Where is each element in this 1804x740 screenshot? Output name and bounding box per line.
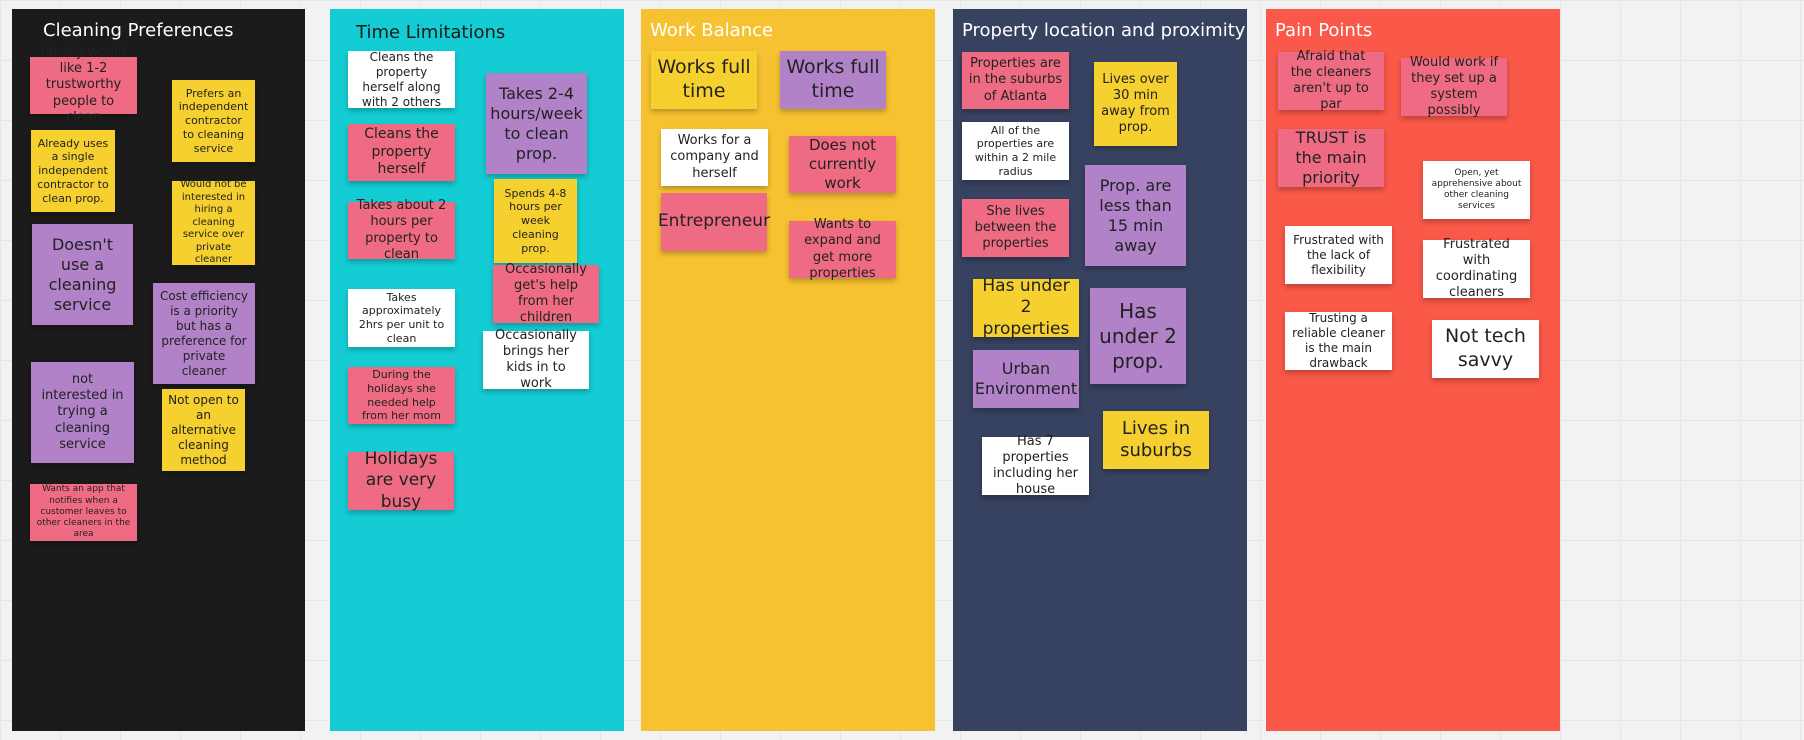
sticky-note[interactable]: Takes approximately 2hrs per unit to cle… <box>348 289 455 347</box>
frame-property-location[interactable]: Property location and proximity Properti… <box>953 9 1247 731</box>
sticky-note[interactable]: Takes about 2 hours per property to clea… <box>348 198 455 262</box>
sticky-note[interactable]: Wants to expand and get more properties <box>789 217 896 281</box>
sticky-note[interactable]: All of the properties are within a 2 mil… <box>962 122 1069 180</box>
sticky-note[interactable]: Doesn't use a cleaning service <box>32 224 133 325</box>
frame-title: Cleaning Preferences <box>43 20 234 41</box>
sticky-note[interactable]: Spends 4-8 hours per week cleaning prop. <box>494 179 577 263</box>
frame-time-limitations[interactable]: Time Limitations Cleans the property her… <box>330 9 624 731</box>
sticky-note[interactable]: Frustrated with coordinating cleaners <box>1423 237 1530 300</box>
sticky-note[interactable]: Holidays are very busy <box>348 449 454 512</box>
sticky-note[interactable]: Not tech savvy <box>1432 320 1539 378</box>
sticky-note[interactable]: She lives between the properties <box>962 199 1069 257</box>
sticky-note[interactable]: Occasionally brings her kids in to work <box>483 328 589 391</box>
sticky-note[interactable]: Urban Environment <box>973 350 1079 408</box>
sticky-note[interactable]: Cleans the property herself along with 2… <box>348 50 455 109</box>
sticky-note[interactable]: Works for a company and herself <box>661 129 768 186</box>
sticky-note[interactable]: Works full time <box>780 51 886 109</box>
sticky-note[interactable]: not interested in trying a cleaning serv… <box>31 362 134 463</box>
sticky-note[interactable]: Prop. are less than 15 min away <box>1085 165 1186 266</box>
sticky-note[interactable]: Wants an app that notifies when a custom… <box>30 484 137 541</box>
sticky-note[interactable]: Properties are in the suburbs of Atlanta <box>962 52 1069 109</box>
sticky-note[interactable]: Takes 2-4 hours/week to clean prop. <box>486 73 587 174</box>
sticky-note[interactable]: Entrepreneur <box>658 193 770 251</box>
sticky-note[interactable]: Trusting a reliable cleaner is the main … <box>1285 311 1392 370</box>
sticky-note[interactable]: Ideally would like 1-2 trustworthy peopl… <box>30 45 137 125</box>
frame-title: Property location and proximity <box>962 20 1246 41</box>
sticky-note[interactable]: Frustrated with the lack of flexibility <box>1285 226 1392 284</box>
sticky-note[interactable]: Would not be interested in hiring a clea… <box>172 179 255 265</box>
sticky-note[interactable]: Afraid that the cleaners aren't up to pa… <box>1278 49 1384 112</box>
frame-work-balance[interactable]: Work Balance Works full time Works full … <box>641 9 935 731</box>
sticky-note[interactable]: Would work if they set up a system possi… <box>1401 55 1507 118</box>
sticky-note[interactable]: Has under 2 prop. <box>1090 288 1186 384</box>
frame-title: Pain Points <box>1275 20 1373 41</box>
sticky-note[interactable]: Lives over 30 min away from prop. <box>1094 62 1177 146</box>
sticky-note[interactable]: Cleans the property herself <box>348 124 455 181</box>
frame-cleaning-preferences[interactable]: Cleaning Preferences Ideally would like … <box>12 9 305 731</box>
sticky-note[interactable]: Not open to an alternative cleaning meth… <box>162 389 245 471</box>
sticky-note[interactable]: Cost efficiency is a priority but has a … <box>153 283 255 384</box>
frame-title: Work Balance <box>650 20 774 41</box>
sticky-note[interactable]: Does not currently work <box>789 136 896 193</box>
sticky-note[interactable]: Occasionally get's help from her childre… <box>493 262 599 325</box>
sticky-note[interactable]: Prefers an independent contractor to cle… <box>172 80 255 162</box>
frame-title: Time Limitations <box>356 22 506 43</box>
frame-pain-points[interactable]: Pain Points Afraid that the cleaners are… <box>1266 9 1560 731</box>
sticky-note[interactable]: Already uses a single independent contra… <box>31 130 115 212</box>
sticky-note[interactable]: Has 7 properties including her house <box>982 434 1089 497</box>
sticky-note[interactable]: Works full time <box>651 51 757 109</box>
sticky-note[interactable]: TRUST is the main priority <box>1278 128 1384 187</box>
sticky-note[interactable]: Open, yet apprehensive about other clean… <box>1423 161 1530 219</box>
sticky-note[interactable]: Has under 2 properties <box>973 276 1079 339</box>
sticky-note[interactable]: During the holidays she needed help from… <box>348 367 455 424</box>
sticky-note[interactable]: Lives in suburbs <box>1103 411 1209 469</box>
